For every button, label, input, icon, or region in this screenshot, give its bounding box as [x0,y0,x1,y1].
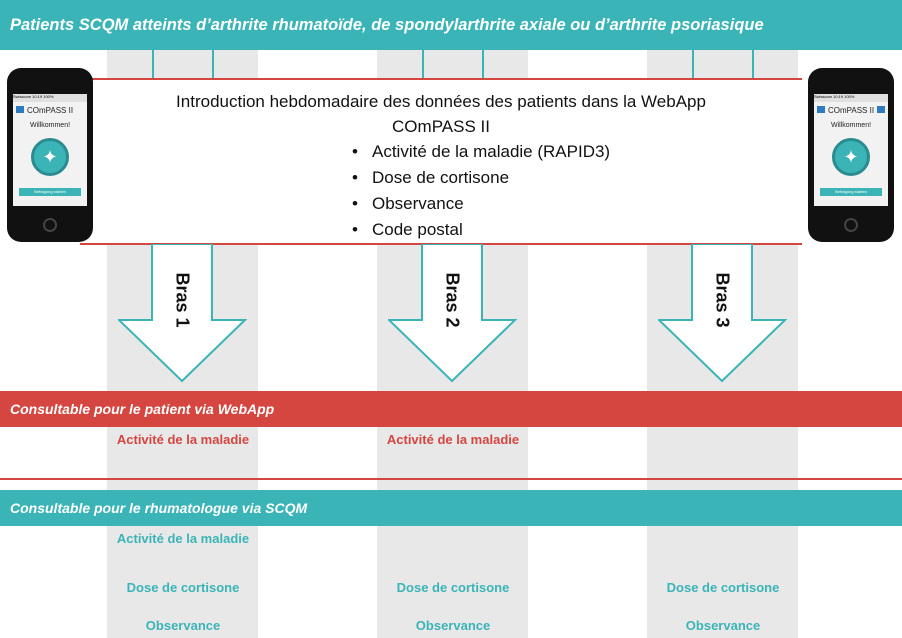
patient-arm2-activity: Activité de la maladie [386,432,520,447]
patient-arm1-activity: Activité de la maladie [116,432,250,447]
rheum-section-title: Consultable pour le rhumatologue via SCQ… [10,500,308,516]
patient-section-rule [0,478,902,480]
home-button-icon [43,218,57,232]
connector-stub [152,50,154,79]
compass-icon: ✦ [832,138,870,176]
home-button-icon [844,218,858,232]
intro-title-line2: COmPASS II [392,117,490,136]
intro-item: •Activité de la maladie (RAPID3) [352,142,611,161]
rheum-section-band: Consultable pour le rhumatologue via SCQ… [0,490,902,526]
phone-welcome: Willkommen! [830,122,872,129]
arm-label-2: Bras 2 [442,272,463,328]
rheum-arm3-cortisone: Dose de cortisone [666,580,780,595]
info-icon [877,106,885,113]
arm-label-3: Bras 3 [712,272,733,328]
arrow-arm3 [658,244,788,383]
phone-status-bar: Swisscom 10:19 100% [13,94,87,102]
arrow-arm2 [388,244,518,383]
phone-app-name: COmPASS II [26,106,74,115]
rheum-arm1-activity: Activité de la maladie [116,531,250,546]
intro-top-rule [80,78,802,80]
intro-box: Introduction hebdomadaire des données de… [80,79,802,244]
intro-list: •Activité de la maladie (RAPID3) •Dose d… [350,139,610,243]
phone-welcome: Willkommen! [29,122,71,129]
rheum-arm1-cortisone: Dose de cortisone [126,580,240,595]
arm-label-1: Bras 1 [172,272,193,328]
patient-section-band: Consultable pour le patient via WebApp [0,391,902,427]
rheum-arm2-observance: Observance [415,618,491,633]
phone-screen: Swisscom 10:19 100% COmPASS II Willkomme… [13,94,87,206]
connector-stub [692,50,694,79]
menu-icon [16,106,24,113]
arrow-arm1 [118,244,248,383]
phone-status-bar: Swisscom 10:19 100% [814,94,888,102]
phone-start-button: Befragung starten [19,188,81,196]
compass-icon: ✦ [31,138,69,176]
intro-title: Introduction hebdomadaire des données de… [80,89,802,139]
menu-icon [817,106,825,113]
header-band: Patients SCQM atteints d’arthrite rhumat… [0,0,902,50]
patient-section-title: Consultable pour le patient via WebApp [10,401,275,417]
rheum-arm3-observance: Observance [685,618,761,633]
rheum-arm1-observance: Observance [145,618,221,633]
connector-stub [482,50,484,79]
intro-title-line1: Introduction hebdomadaire des données de… [176,92,706,111]
phone-app-name: COmPASS II [827,106,875,115]
header-title: Patients SCQM atteints d’arthrite rhumat… [10,15,764,34]
rheum-arm2-cortisone: Dose de cortisone [396,580,510,595]
intro-item: •Dose de cortisone [352,168,510,187]
phone-screen: Swisscom 10:19 100% COmPASS II Willkomme… [814,94,888,206]
intro-item: •Observance [352,194,464,213]
phone-right: Swisscom 10:19 100% COmPASS II Willkomme… [808,68,894,242]
phone-start-button: Befragung starten [820,188,882,196]
connector-stub [212,50,214,79]
intro-item: •Code postal [352,220,463,239]
phone-left: Swisscom 10:19 100% COmPASS II Willkomme… [7,68,93,242]
connector-stub [752,50,754,79]
connector-stub [422,50,424,79]
